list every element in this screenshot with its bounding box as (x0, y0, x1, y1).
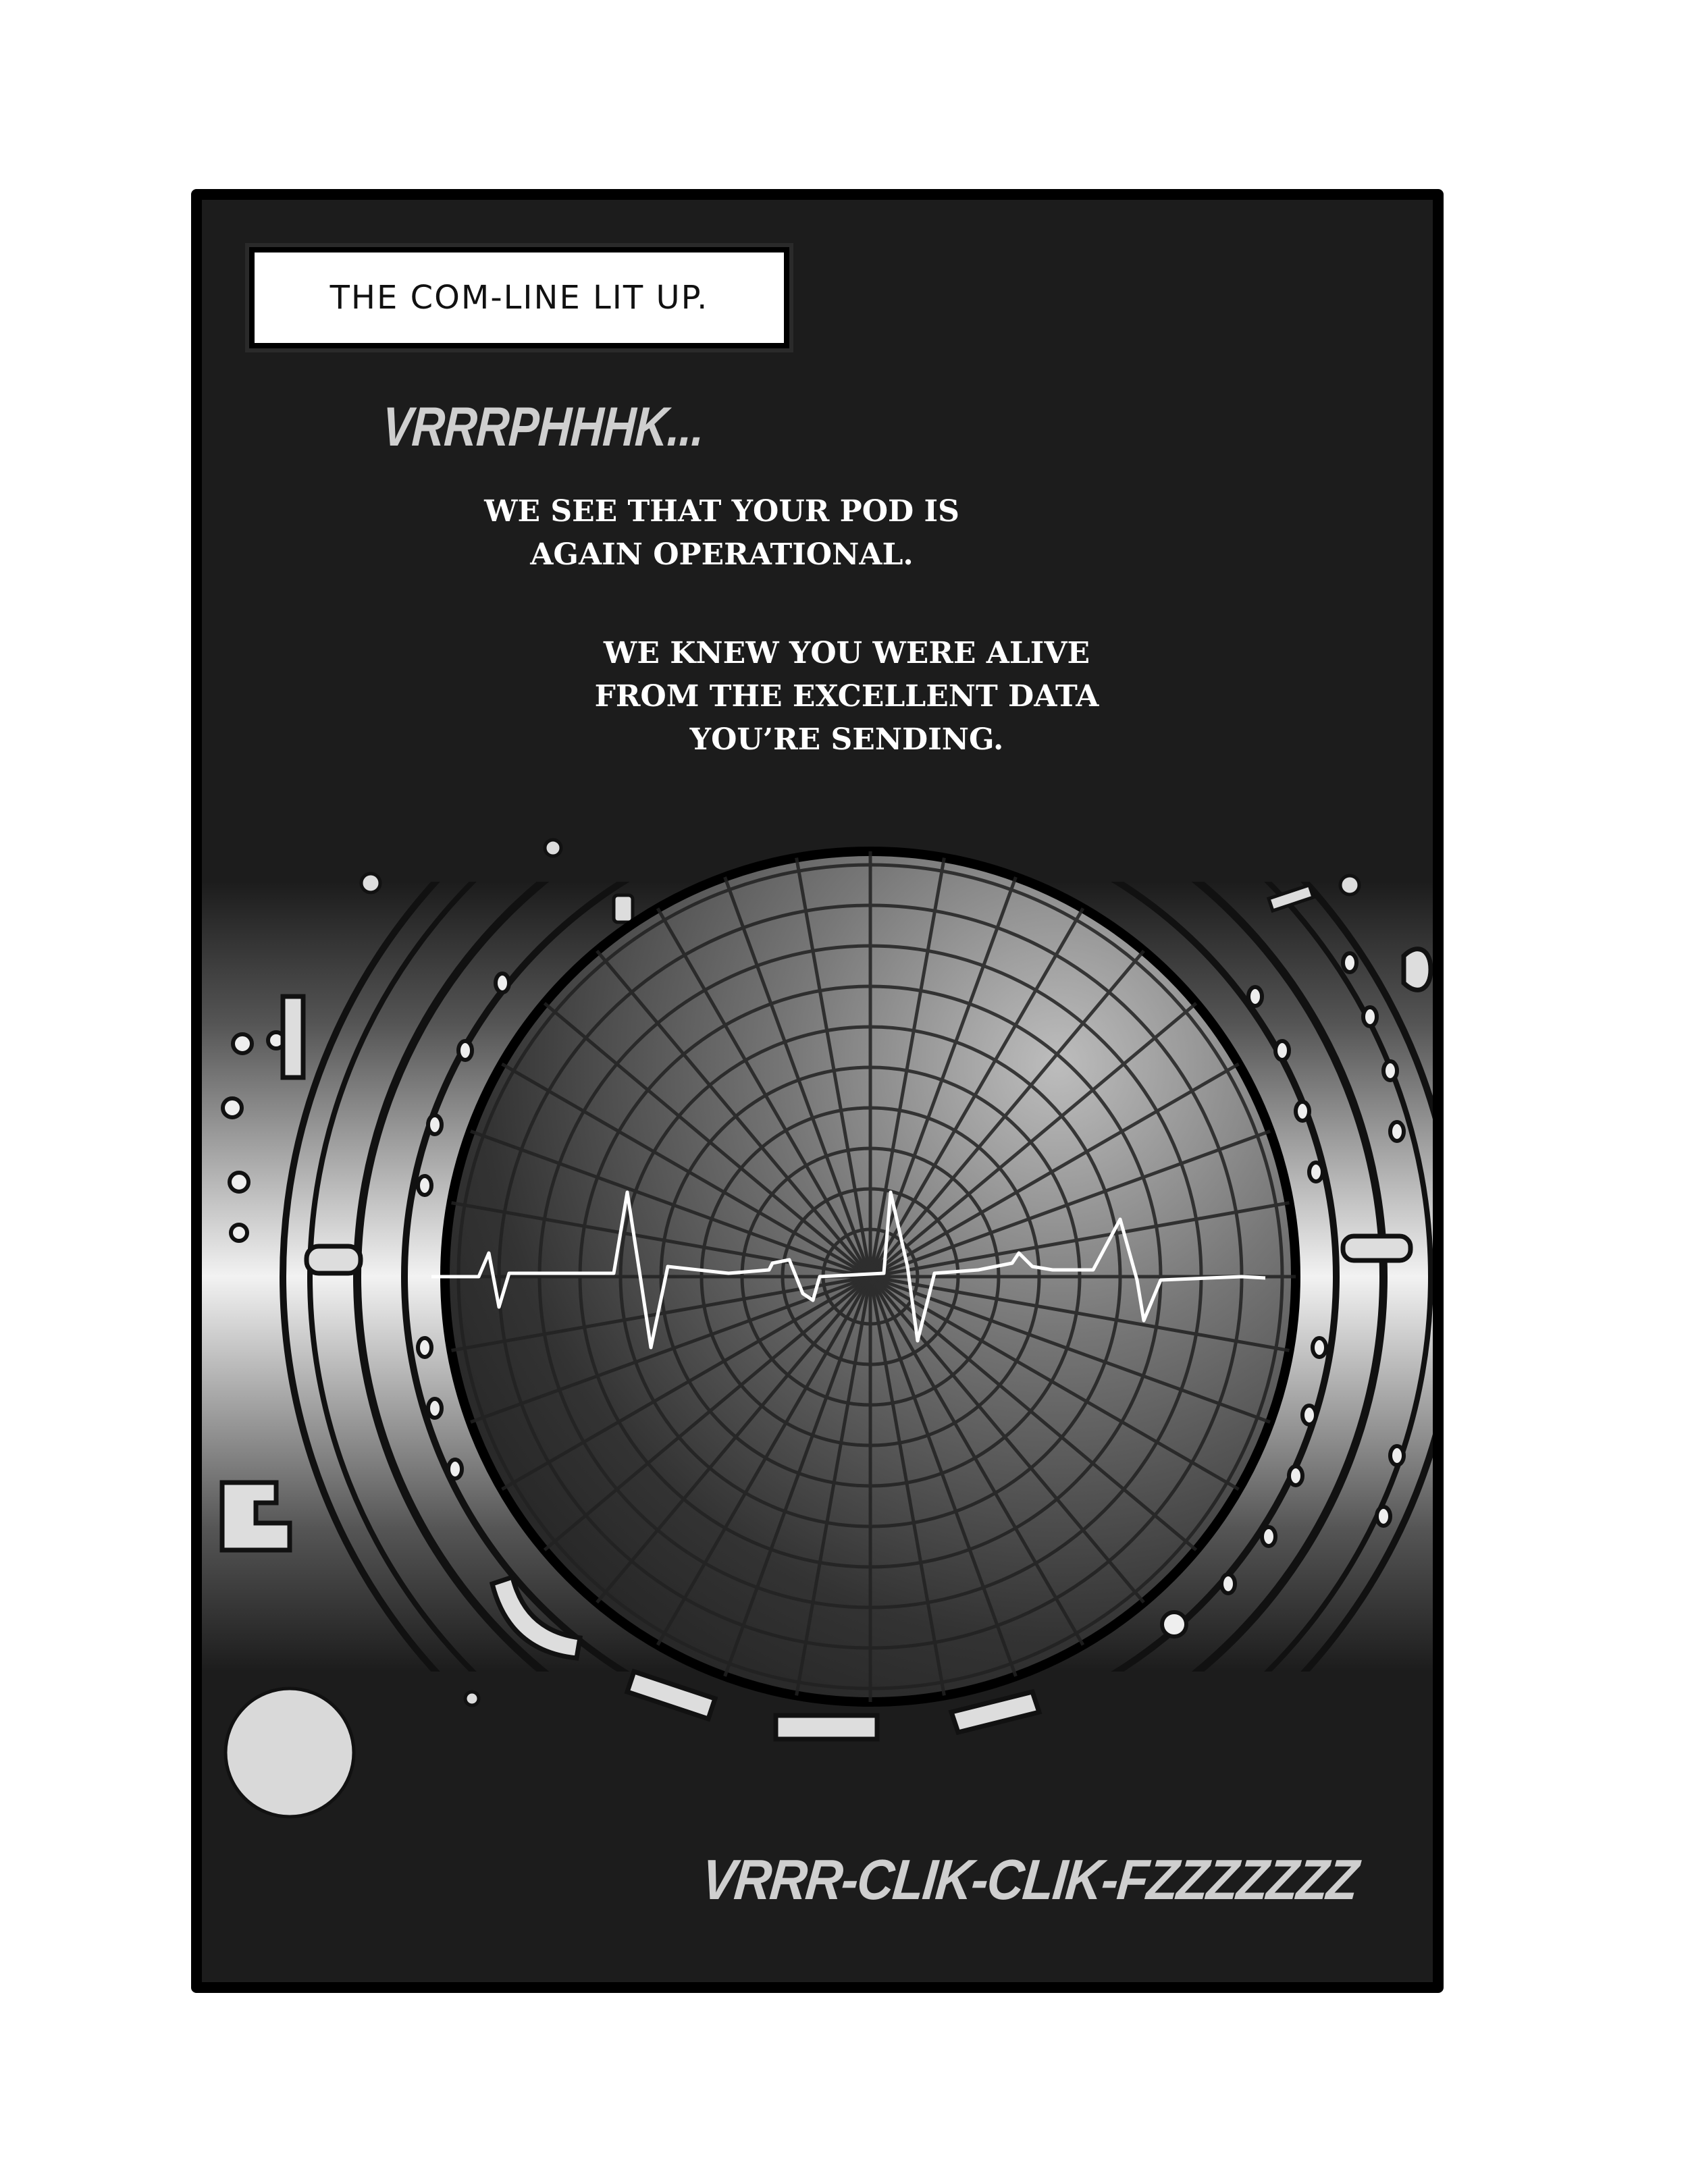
bolts (223, 838, 1361, 1819)
bottom-clips (489, 1574, 1043, 1742)
dialog-pod-operational: WE SEE THAT YOUR POD IS AGAIN OPERATIONA… (452, 490, 992, 577)
dialog-line: WE KNEW YOU WERE ALIVE (603, 636, 1090, 670)
scope-spoke (445, 1200, 871, 1279)
dialog-knew-alive: WE KNEW YOU WERE ALIVE FROM THE EXCELLEN… (543, 632, 1151, 762)
dialog-line: AGAIN OPERATIONAL. (530, 537, 914, 572)
scope-spoke (591, 1275, 872, 1609)
scope-spoke (869, 1275, 1246, 1495)
dialog-line: WE SEE THAT YOUR POD IS (484, 494, 959, 529)
scope-spoke (868, 901, 1088, 1278)
scope-spoke (793, 1276, 872, 1702)
scope-spoke (869, 997, 1203, 1278)
heartbeat-trace (431, 1190, 1266, 1350)
scope-spoke (868, 851, 947, 1277)
scope-spoke (870, 1275, 1296, 1354)
scope-spoke (793, 851, 872, 1277)
sfx-vrrrphhhk: VRRRPHHHK... (380, 396, 706, 458)
scope-spoke (868, 1276, 1020, 1684)
scope-spoke (591, 944, 872, 1278)
scope-spoke (868, 1276, 947, 1702)
com-scope-illustration (202, 200, 1433, 1982)
scope-spoke (868, 1275, 1088, 1652)
scope-spoke (870, 1127, 1277, 1279)
sfx-clik-fzzz: VRRR-CLIK-CLIK-FZZZZZZZ (699, 1848, 1361, 1911)
scope-spoke (538, 1275, 872, 1556)
scope-spoke (495, 1059, 872, 1279)
caption-box: THE COM-LINE LIT UP. (245, 243, 793, 352)
scope-spoke (720, 870, 872, 1277)
dialog-line: YOU’RE SENDING. (689, 722, 1004, 757)
caption-text: THE COM-LINE LIT UP. (329, 279, 709, 317)
scope-spoke (869, 1275, 1203, 1556)
scope-spoke (463, 1275, 871, 1427)
rivets (221, 951, 1406, 1639)
scope-spoke (652, 901, 872, 1278)
comic-panel: THE COM-LINE LIT UP. VRRRPHHHK... WE SEE… (191, 189, 1444, 1993)
scope-spoke (652, 1275, 872, 1652)
scope-spoke (720, 1276, 872, 1684)
scope-spoke (870, 1275, 1277, 1427)
dialog-line: FROM THE EXCELLENT DATA (594, 679, 1099, 714)
side-connectors (219, 947, 1433, 1553)
scope-spoke (870, 1200, 1296, 1279)
scope-spoke (463, 1127, 871, 1279)
scope-grid (445, 851, 1296, 1702)
scope-spoke (869, 944, 1150, 1278)
scope-spoke (495, 1275, 872, 1495)
scope-spoke (869, 1059, 1246, 1279)
scope-spoke (538, 997, 872, 1278)
